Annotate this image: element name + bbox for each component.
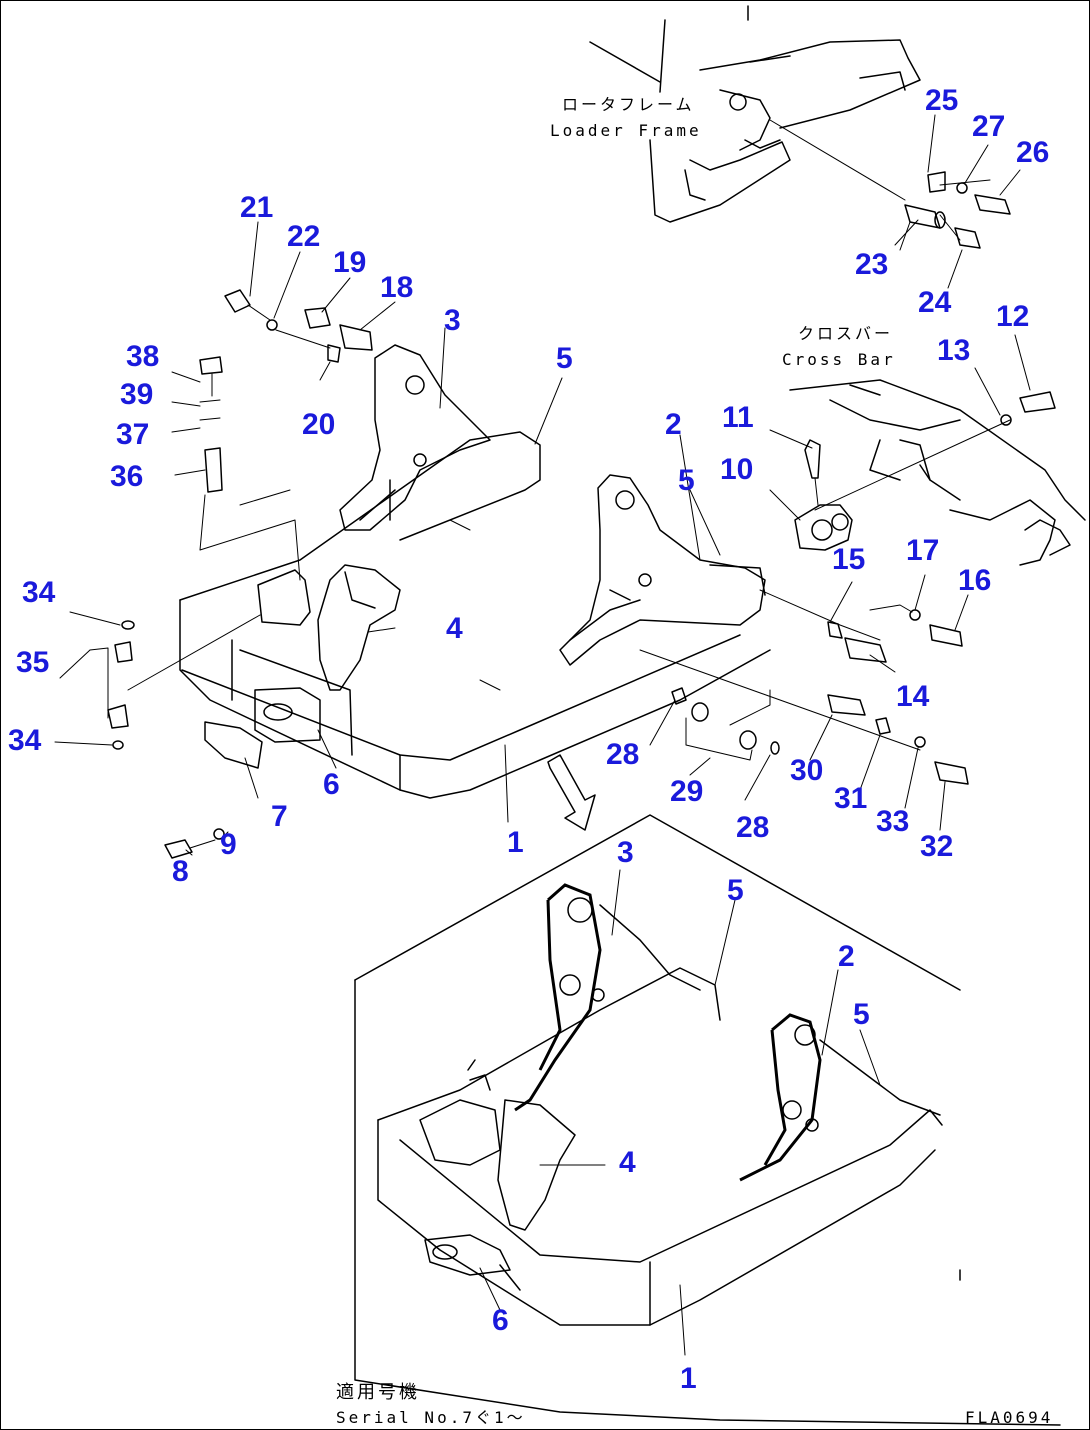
callout-11: 11 [722,401,754,434]
left-hardware [89,289,373,859]
cross-bar-label-jp: クロスバー [798,324,894,343]
callout-2-upper: 2 [665,408,682,441]
callout-25: 25 [925,84,959,117]
callout-23: 23 [855,248,889,281]
callout-16: 16 [958,564,992,597]
callout-18: 18 [380,271,414,304]
callout-6-lower: 6 [492,1304,509,1337]
callout-2-lower: 2 [838,940,855,973]
figure-code: FLA0694 [965,1408,1054,1427]
callout-1-lower: 1 [680,1362,697,1395]
right-hardware [639,589,969,785]
callout-38: 38 [126,340,160,373]
callout-3-lower: 3 [617,836,634,869]
callout-35: 35 [16,646,50,679]
callout-28-right: 28 [736,811,770,844]
loader-frame-label-en: Loader Frame [550,121,702,140]
callout-32: 32 [920,830,954,863]
callout-12: 12 [996,300,1030,333]
callout-5-lower-a: 5 [727,874,744,907]
callout-37: 37 [116,418,150,451]
callout-31: 31 [834,782,868,815]
callout-10: 10 [720,453,754,486]
callout-15: 15 [832,543,866,576]
serial-label-jp: 適用号機 [336,1382,420,1403]
callout-29: 29 [670,775,704,808]
upper-frame-assembly [179,344,771,799]
callout-36: 36 [110,460,144,493]
callout-39: 39 [120,378,154,411]
callout-14: 14 [896,680,930,713]
cross-bar-drawing [789,379,1086,566]
callout-5-upper-b: 5 [678,464,695,497]
callout-1-upper: 1 [507,826,524,859]
callout-7: 7 [271,800,288,833]
callout-4-upper: 4 [446,612,463,645]
callout-19: 19 [333,246,367,279]
loader-frame-label-jp: ロータフレーム [562,95,695,114]
loader-frame-drawing [589,5,921,223]
callout-8: 8 [172,855,189,888]
direction-arrow [547,754,596,831]
leader-lines [54,114,1031,1356]
callout-13: 13 [937,334,971,367]
callout-22: 22 [287,220,321,253]
callout-30: 30 [790,754,824,787]
callout-20: 20 [302,408,336,441]
lower-detail-view [354,814,1061,1426]
callout-4-lower: 4 [619,1146,636,1179]
callout-24: 24 [918,286,952,319]
callout-3-upper: 3 [444,304,461,337]
callout-26: 26 [1016,136,1050,169]
callout-5-lower-b: 5 [853,998,870,1031]
callout-17: 17 [906,534,940,567]
callout-34-lower: 34 [8,724,42,757]
callout-28-left: 28 [606,738,640,771]
pin-assembly-23-27 [899,171,1011,251]
callout-27: 27 [972,110,1006,143]
callout-21: 21 [240,191,274,224]
serial-label-en: Serial No.7ぐ1〜 [336,1408,526,1427]
cylinder-mount-10-13 [794,391,1056,551]
callout-5-upper-a: 5 [556,342,573,375]
callout-6-upper: 6 [323,768,340,801]
callout-34-upper: 34 [22,576,56,609]
callout-9: 9 [220,828,237,861]
cross-bar-label-en: Cross Bar [782,350,896,369]
callout-33: 33 [876,805,910,838]
